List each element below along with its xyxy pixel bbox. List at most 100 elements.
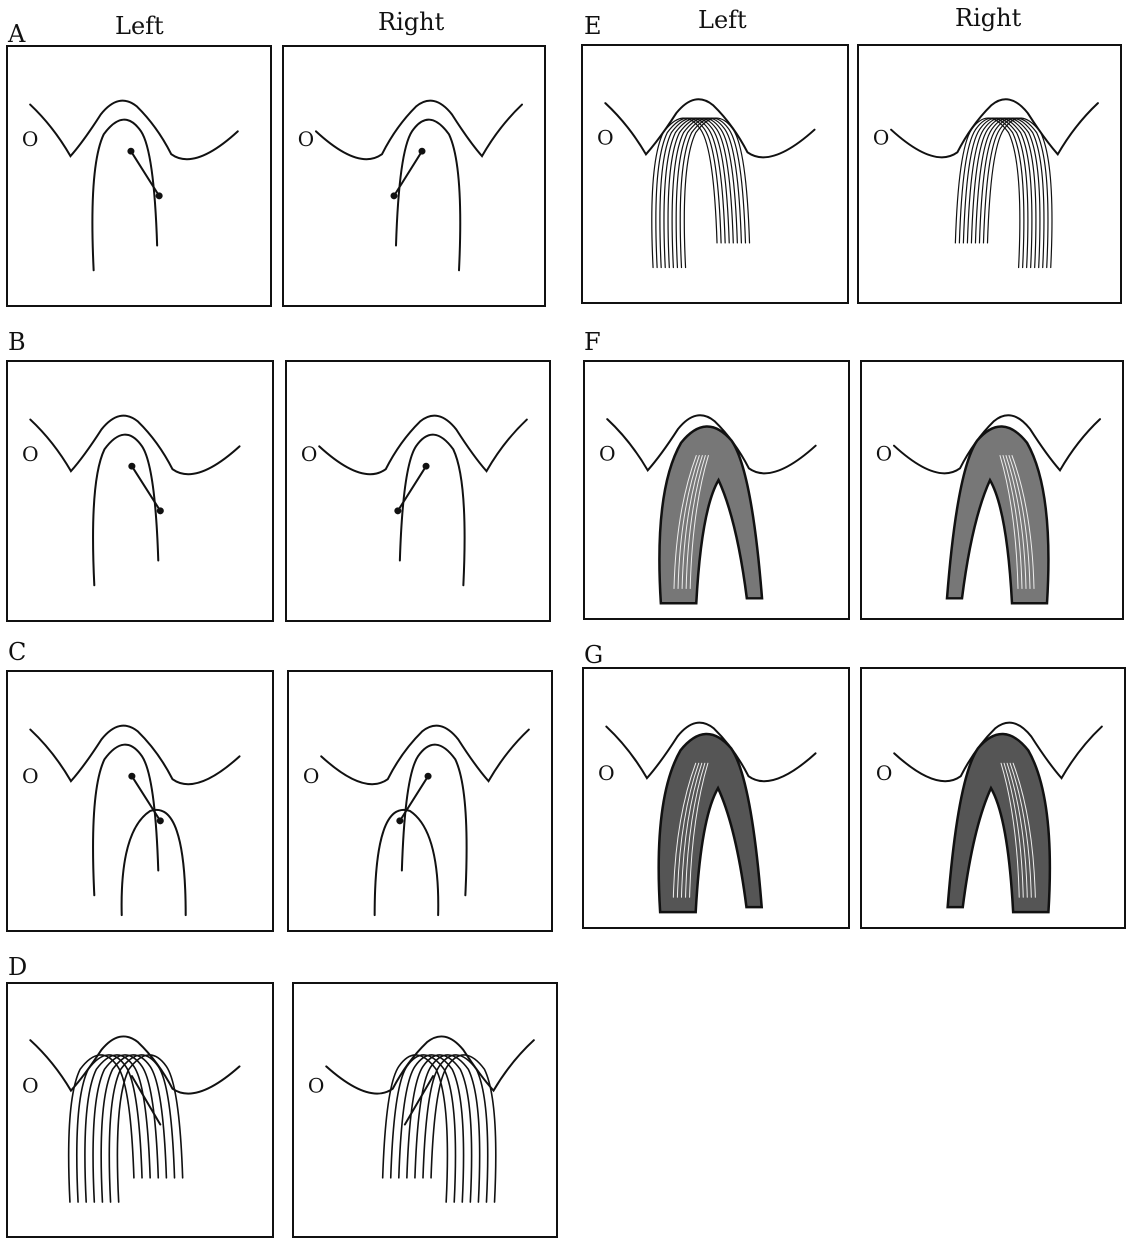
sketch-group: O — [22, 416, 239, 586]
fiber-strand — [963, 118, 1027, 267]
panel-D-right: O — [292, 982, 558, 1238]
header-right-1: Right — [378, 10, 444, 34]
electrode-track — [398, 466, 426, 511]
sketch-svg: O — [294, 984, 556, 1236]
sketch-group: O — [599, 415, 816, 603]
sketch-svg: O — [284, 47, 544, 305]
sketch-group: O — [298, 101, 522, 271]
ear-marker: O — [308, 1075, 325, 1098]
fiber-tract — [93, 435, 158, 586]
fiber-strand — [971, 118, 1035, 267]
label-A: A — [8, 22, 25, 46]
surface-outline — [326, 1036, 534, 1093]
header-left-1: Left — [115, 14, 164, 38]
fiber-strand — [101, 1055, 166, 1202]
ear-marker: O — [298, 128, 314, 151]
label-C: C — [8, 640, 26, 664]
fiber-strand — [676, 118, 741, 267]
surface-outline — [605, 99, 814, 157]
electrode-tip — [395, 508, 400, 513]
ear-marker: O — [873, 127, 889, 150]
electrode-tip — [397, 818, 402, 823]
ear-marker: O — [876, 761, 893, 785]
sketch-svg: O — [8, 47, 270, 305]
electrode-tip — [158, 508, 163, 513]
ear-marker: O — [22, 127, 39, 151]
fiber-strand — [959, 118, 1023, 267]
fiber-tract — [396, 120, 460, 271]
fiber-strand — [967, 118, 1031, 267]
label-B: B — [8, 330, 26, 354]
electrode-tip — [158, 818, 163, 823]
ear-marker: O — [597, 126, 614, 150]
electrode-track — [131, 151, 159, 196]
ear-marker: O — [303, 764, 320, 788]
sketch-group: O — [598, 723, 815, 912]
label-E: E — [584, 14, 602, 38]
ear-marker: O — [301, 442, 318, 466]
sketch-svg: O — [8, 984, 272, 1236]
surface-outline — [891, 99, 1098, 157]
sketch-group: O — [301, 416, 527, 586]
second-tract — [122, 810, 186, 915]
ear-marker: O — [22, 442, 39, 466]
electrode-track — [394, 151, 422, 196]
fiber-tract — [93, 745, 158, 896]
panel-F-left: O — [583, 360, 850, 620]
panel-G-right: O — [860, 667, 1126, 929]
sketch-group: O — [876, 415, 1100, 603]
fiber-tract — [400, 435, 465, 586]
sketch-svg: O — [862, 669, 1124, 927]
panel-F-right: O — [860, 360, 1124, 620]
panel-E-right: O — [857, 44, 1122, 304]
sketch-group: O — [22, 101, 238, 271]
electrode-tip — [426, 774, 431, 779]
sketch-group: O — [597, 99, 814, 267]
panel-B-right: O — [285, 360, 551, 622]
sketch-group: O — [22, 1036, 239, 1202]
fiber-strand — [975, 118, 1039, 267]
electrode-tip — [424, 464, 429, 469]
label-F: F — [584, 330, 601, 354]
fiber-strand — [117, 1055, 182, 1202]
fiber-strand — [664, 118, 729, 267]
panel-D-left: O — [6, 982, 274, 1238]
header-right-2: Right — [955, 6, 1021, 30]
panel-C-right: O — [287, 670, 553, 932]
fiber-strand — [383, 1055, 448, 1202]
sketch-svg: O — [8, 362, 272, 620]
sketch-svg: O — [287, 362, 549, 620]
sketch-group: O — [876, 723, 1102, 912]
electrode-track — [132, 466, 160, 511]
panel-G-left: O — [582, 667, 850, 929]
electrode-tip — [129, 774, 134, 779]
fiber-strand — [680, 118, 745, 267]
sketch-svg: O — [289, 672, 551, 930]
electrode-tip — [128, 149, 133, 154]
panel-E-left: O — [581, 44, 849, 304]
ear-marker: O — [876, 443, 892, 466]
fiber-tract — [402, 745, 467, 896]
fiber-strand — [668, 118, 733, 267]
panel-A-left: O — [6, 45, 272, 307]
ear-marker: O — [22, 764, 39, 788]
sketch-svg: O — [8, 672, 272, 930]
sketch-svg: O — [583, 46, 847, 302]
sketch-svg: O — [862, 362, 1122, 618]
electrode-tip — [129, 464, 134, 469]
electrode-tip — [157, 193, 162, 198]
panel-B-left: O — [6, 360, 274, 622]
fiber-strand — [672, 118, 737, 267]
second-tract — [375, 810, 439, 915]
sketch-group: O — [303, 726, 529, 915]
panel-C-left: O — [6, 670, 274, 932]
electrode-tip — [392, 193, 397, 198]
ear-marker: O — [598, 761, 615, 785]
label-D: D — [8, 955, 27, 979]
sketch-svg: O — [585, 362, 848, 618]
ear-marker: O — [599, 442, 616, 466]
fiber-tract — [92, 120, 157, 271]
ear-marker: O — [22, 1075, 39, 1097]
label-G: G — [584, 643, 603, 667]
electrode-tip — [420, 149, 425, 154]
